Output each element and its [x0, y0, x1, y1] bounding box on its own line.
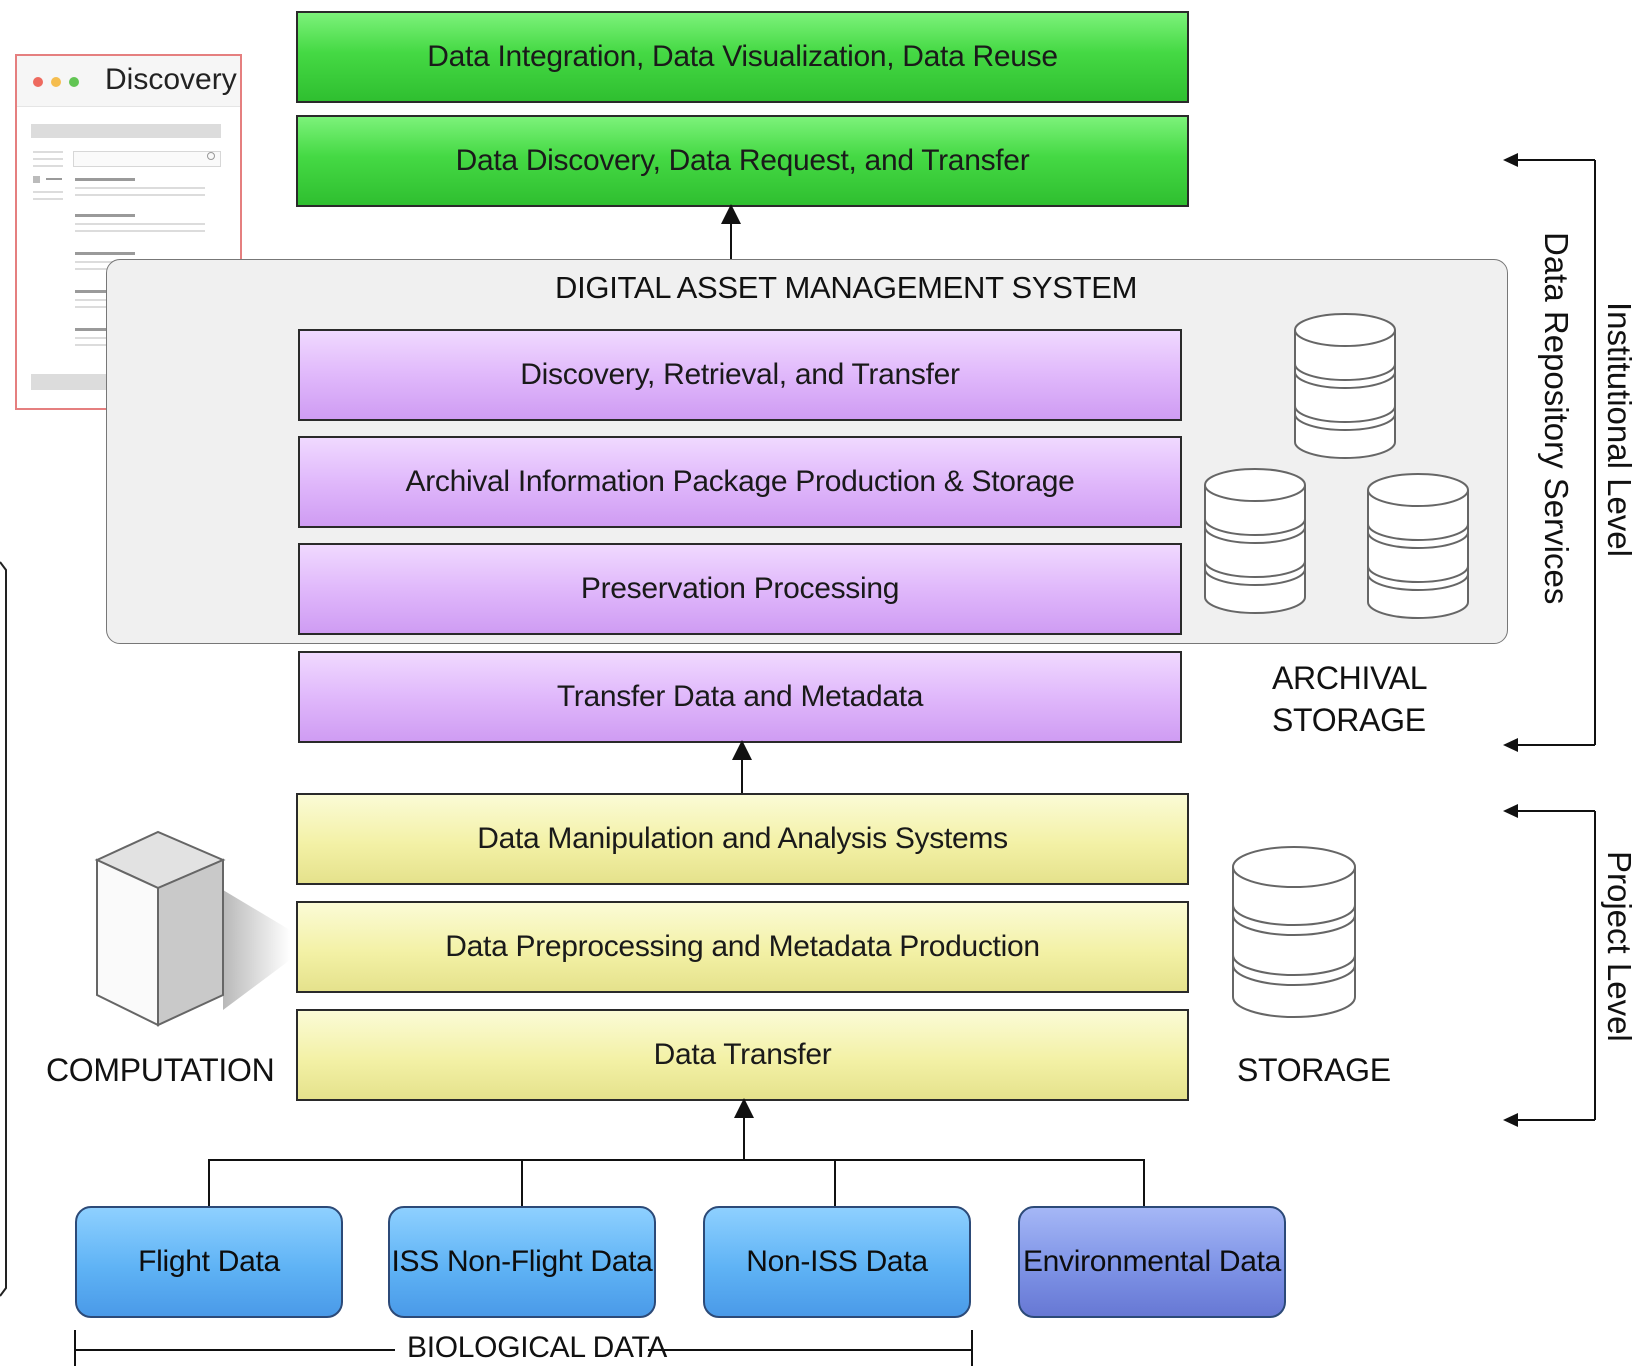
result-title-line [75, 290, 135, 293]
close-dot-icon [33, 77, 43, 87]
data-transfer-bar: Data Transfer [296, 1009, 1189, 1101]
archival-storage-label-line1: ARCHIVAL [1272, 660, 1428, 696]
maximize-dot-icon [69, 77, 79, 87]
biological-data-label: BIOLOGICAL DATA [407, 1331, 668, 1364]
window-sidebar-line [33, 158, 63, 160]
preservation-processing-bar: Preservation Processing [298, 543, 1182, 635]
search-icon [207, 152, 215, 160]
project-level-bracket [1506, 810, 1596, 1121]
project-level-label: Project Level [1601, 851, 1638, 1042]
data-preprocessing-bar: Data Preprocessing and Metadata Producti… [296, 901, 1189, 993]
computation-label: COMPUTATION [46, 1052, 275, 1088]
discovery-retrieval-bar: Discovery, Retrieval, and Transfer [298, 329, 1182, 421]
computation-cube-icon [94, 830, 290, 1027]
window-sidebar-line [33, 165, 63, 167]
window-checkbox-icon [33, 176, 40, 183]
archival-storage-label-line2: STORAGE [1272, 702, 1426, 738]
window-sidebar-line [46, 178, 62, 180]
result-title-line [75, 178, 135, 181]
source-flight-data: Flight Data [75, 1206, 343, 1318]
result-text-line [75, 187, 205, 189]
minimize-dot-icon [51, 77, 61, 87]
window-sidebar-line [33, 198, 63, 200]
result-text-line [75, 223, 205, 225]
source-non-iss-data: Non-ISS Data [703, 1206, 971, 1318]
archival-database-icon [1204, 468, 1306, 614]
dams-title: DIGITAL ASSET MANAGEMENT SYSTEM [555, 270, 1138, 305]
data-discovery-bar: Data Discovery, Data Request, and Transf… [296, 115, 1189, 207]
source-environmental-data: Environmental Data [1018, 1206, 1286, 1318]
result-title-line [75, 252, 135, 255]
window-search-box [73, 151, 221, 167]
storage-label: STORAGE [1237, 1052, 1391, 1088]
result-text-line [75, 194, 205, 196]
result-text-line [75, 230, 205, 232]
window-sidebar-line [33, 151, 63, 153]
transfer-data-metadata-bar: Transfer Data and Metadata [298, 651, 1182, 743]
archival-package-bar: Archival Information Package Production … [298, 436, 1182, 528]
discovery-window-titlebar: Discovery [17, 56, 240, 107]
source-iss-non-flight-data: ISS Non-Flight Data [388, 1206, 656, 1318]
discovery-window-title: Discovery [105, 63, 237, 96]
window-header-band [31, 124, 221, 138]
left-bracket [0, 561, 7, 1297]
data-integration-bar: Data Integration, Data Visualization, Da… [296, 11, 1189, 103]
archival-database-icon [1367, 473, 1469, 619]
archival-database-icon [1294, 313, 1396, 459]
window-sidebar-line [33, 191, 63, 193]
data-repository-services-label: Data Repository Services [1538, 232, 1575, 605]
project-database-icon [1232, 846, 1356, 1018]
result-title-line [75, 214, 135, 217]
institutional-level-label: Institutional Level [1601, 302, 1638, 557]
data-manipulation-bar: Data Manipulation and Analysis Systems [296, 793, 1189, 885]
result-title-line [75, 328, 135, 331]
source-tree [208, 1159, 1145, 1206]
